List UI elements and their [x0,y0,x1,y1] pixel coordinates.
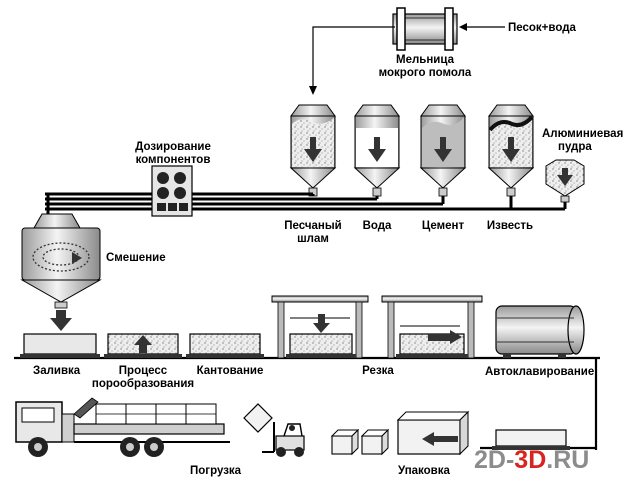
truck-with-crane [15,397,230,457]
mixing-label: Смешение [106,252,166,264]
packing-label: Упаковка [398,465,451,477]
sand-water-arrow [459,23,505,31]
mill-label-line1: Мельница [396,54,455,66]
packing-machine [396,410,470,456]
silo-water [353,104,401,197]
silo-lime [487,104,535,197]
watermark: 2D-3D.RU [474,446,589,474]
packed-blocks [330,428,390,456]
cutting-label: Резка [362,365,394,377]
autoclave [495,305,585,358]
turning-label: Кантование [197,365,264,377]
forklift [243,403,305,457]
autoclaving-label: Автоклавирование [485,366,594,378]
aluminum-label-line2: пудра [558,141,592,153]
mixer [20,213,102,309]
mill-to-silo-pipe [309,26,395,95]
aluminum-label-line1: Алюминиевая [542,128,623,140]
mold-pouring [20,333,100,358]
mold-turning [186,333,264,358]
aluminum-powder-hopper [545,159,585,203]
dosing-label-line1: Дозирование [135,141,211,153]
silo-sand-slurry [289,104,337,197]
dosing-unit [151,165,193,217]
collector-pipes [45,192,567,214]
cement-label: Цемент [422,220,465,232]
watermark-part1: 2D- [474,446,514,474]
dosing-label-line2: компонентов [136,154,211,166]
wet-mill [392,7,458,51]
cutting-frame-horizontal [381,295,483,359]
loading-label: Погрузка [190,465,242,477]
process-label-line2: порообразования [92,378,194,390]
silo-cement [419,104,467,197]
outbound-mold [492,429,570,450]
lime-label: Известь [487,220,533,232]
cutting-frame-vertical [271,295,369,359]
process-label-line1: Процесс [119,365,168,377]
pouring-label: Заливка [33,365,81,377]
mill-label-line2: мокрого помола [379,67,472,79]
mixer-to-mold-arrow [50,310,72,331]
sand-slurry-label-line1: Песчаный [284,220,342,232]
watermark-part2: 3D [514,446,546,474]
mold-foaming [104,333,182,358]
sand-water-label: Песок+вода [508,22,576,34]
water-label: Вода [363,220,392,232]
sand-slurry-label-line2: шлам [297,233,329,245]
watermark-part3: .RU [546,446,589,474]
